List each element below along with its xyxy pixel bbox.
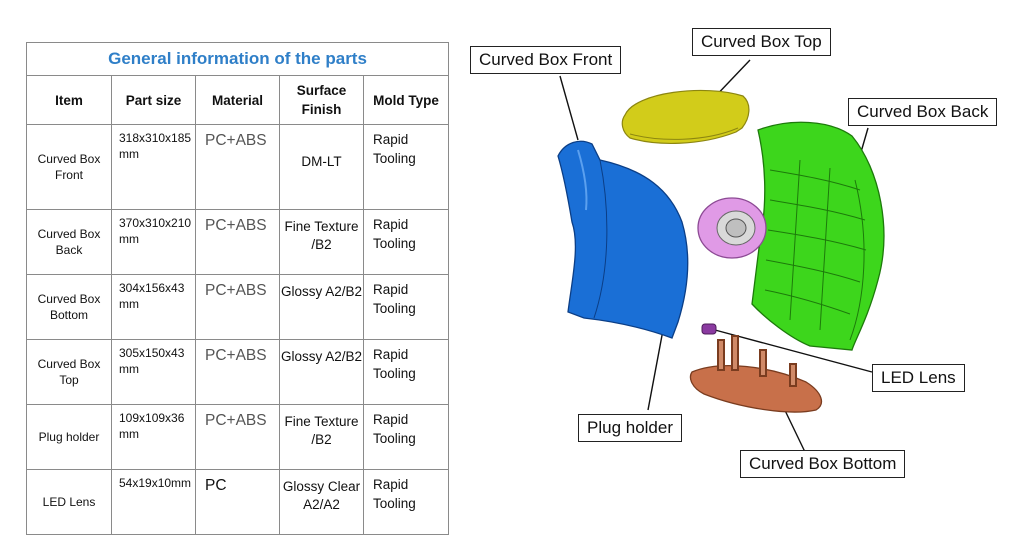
cell-size: 54x19x10mm: [111, 469, 196, 535]
cell-finish: Glossy A2/B2: [279, 274, 364, 340]
table-row: Plug holder 109x109x36mm PC+ABS Fine Tex…: [26, 404, 450, 470]
label-curved-box-front: Curved Box Front: [470, 46, 622, 74]
cell-mold: Rapid Tooling: [362, 274, 450, 340]
cell-item: Curved Box Back: [26, 209, 112, 275]
parts-table: General information of the parts Item Pa…: [25, 42, 450, 535]
cell-finish: Glossy A2/B2: [279, 339, 364, 405]
cell-item: Plug holder: [26, 404, 112, 470]
cell-material: PC+ABS: [195, 124, 280, 210]
cell-item: Curved Box Bottom: [26, 274, 112, 340]
label-curved-box-back: Curved Box Back: [848, 98, 998, 126]
exploded-parts-figure: Curved Box Front Curved Box Top Curved B…: [460, 0, 1024, 502]
curved-box-front-part: [557, 140, 689, 339]
cell-mold: Rapid Tooling: [362, 339, 450, 405]
table-row: Curved Box Front 318x310x185mm PC+ABS DM…: [26, 124, 450, 210]
table-row: LED Lens 54x19x10mm PC Glossy Clear A2/A…: [26, 469, 450, 535]
led-lens-part: [701, 323, 717, 335]
cell-material: PC+ABS: [195, 404, 280, 470]
cell-finish: Fine Texture /B2: [279, 404, 364, 470]
cell-size: 318x310x185mm: [111, 124, 196, 210]
cell-material: PC+ABS: [195, 274, 280, 340]
label-plug-holder: Plug holder: [578, 414, 683, 442]
cell-finish: Fine Texture /B2: [279, 209, 364, 275]
cell-size: 370x310x210mm: [111, 209, 196, 275]
label-curved-box-top: Curved Box Top: [692, 28, 831, 56]
leader-led: [714, 329, 873, 373]
cell-finish: Glossy Clear A2/A2: [279, 469, 364, 535]
header-material: Material: [195, 75, 280, 125]
cell-finish: DM-LT: [279, 124, 364, 210]
table-caption: General information of the parts: [25, 42, 450, 76]
cell-item: Curved Box Top: [26, 339, 112, 405]
cell-item: LED Lens: [26, 469, 112, 535]
cell-size: 305x150x43mm: [111, 339, 196, 405]
parts-illustration: [557, 59, 885, 453]
table-row: Curved Box Bottom 304x156x43mm PC+ABS Gl…: [26, 274, 450, 340]
cell-material: PC+ABS: [195, 209, 280, 275]
cell-mold: Rapid Tooling: [362, 404, 450, 470]
cell-material: PC: [195, 469, 280, 535]
label-curved-box-bottom: Curved Box Bottom: [740, 450, 906, 478]
plug-holder-part: [697, 197, 767, 259]
cell-mold: Rapid Tooling: [362, 469, 450, 535]
cell-material: PC+ABS: [195, 339, 280, 405]
curved-box-back-part: [751, 121, 885, 351]
label-led-lens: LED Lens: [872, 364, 965, 392]
cell-size: 304x156x43mm: [111, 274, 196, 340]
cell-mold: Rapid Tooling: [362, 124, 450, 210]
cell-item: Curved Box Front: [26, 124, 112, 210]
header-mold-type: Mold Type: [362, 75, 450, 125]
curved-box-bottom-part: [689, 335, 823, 413]
cell-size: 109x109x36mm: [111, 404, 196, 470]
header-surface-finish: Surface Finish: [279, 75, 364, 125]
header-part-size: Part size: [111, 75, 196, 125]
table-row: Curved Box Top 305x150x43mm PC+ABS Gloss…: [26, 339, 450, 405]
header-item: Item: [26, 75, 112, 125]
leader-front: [559, 75, 579, 141]
cell-mold: Rapid Tooling: [362, 209, 450, 275]
curved-box-top-part: [621, 89, 750, 144]
table-row: Curved Box Back 370x310x210mm PC+ABS Fin…: [26, 209, 450, 275]
